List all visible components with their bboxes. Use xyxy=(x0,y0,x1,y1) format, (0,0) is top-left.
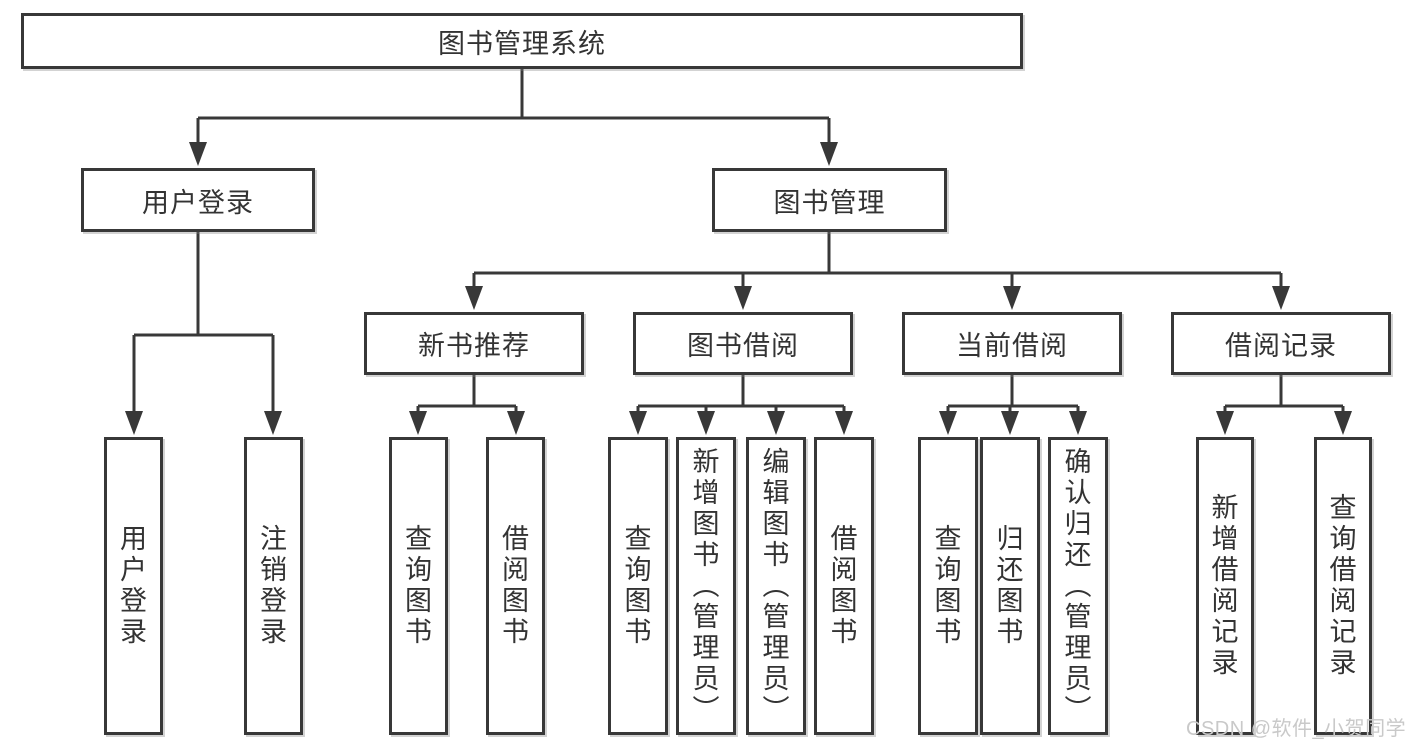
connector-book-borrow-branch xyxy=(629,375,853,435)
node-current-borrow-label: 当前借阅 xyxy=(956,331,1068,361)
leaf-edit-books-admin-label: 编辑图书︵管理员︶ xyxy=(762,446,790,725)
leaf-query-books-recommend-label: 查询图书 xyxy=(405,524,432,647)
connector-new-book-branch xyxy=(409,375,525,435)
leaf-borrow-books-recommend: 借阅图书 xyxy=(486,437,545,735)
leaf-return-books-label: 归还图书 xyxy=(996,524,1024,647)
leaf-borrow-books: 借阅图书 xyxy=(814,437,874,735)
node-new-book-recommend: 新书推荐 xyxy=(364,312,584,375)
leaf-query-books-borrow-label: 查询图书 xyxy=(624,524,652,647)
node-book-management: 图书管理 xyxy=(712,168,947,232)
node-current-borrow: 当前借阅 xyxy=(902,312,1122,375)
leaf-borrow-books-label: 借阅图书 xyxy=(830,524,858,647)
node-book-borrow-label: 图书借阅 xyxy=(687,331,799,361)
leaf-return-books: 归还图书 xyxy=(980,437,1040,735)
leaf-confirm-return-admin: 确认归还︵管理员︶ xyxy=(1048,437,1108,735)
watermark: CSDN @软件_小贺同学 xyxy=(1186,718,1405,740)
leaf-query-borrow-record-label: 查询借阅记录 xyxy=(1329,493,1357,678)
leaf-borrow-books-recommend-label: 借阅图书 xyxy=(502,524,529,647)
connector-book-mgmt-branch xyxy=(465,232,1290,310)
leaf-user-login-label: 用户登录 xyxy=(120,524,147,647)
leaf-query-books-current: 查询图书 xyxy=(918,437,978,735)
leaf-query-borrow-record: 查询借阅记录 xyxy=(1314,437,1372,735)
leaf-add-borrow-record: 新增借阅记录 xyxy=(1196,437,1254,735)
leaf-confirm-return-admin-label: 确认归还︵管理员︶ xyxy=(1064,446,1092,725)
connector-borrow-records-branch xyxy=(1216,375,1352,435)
leaf-query-books-recommend: 查询图书 xyxy=(389,437,448,735)
leaf-query-books-current-label: 查询图书 xyxy=(934,524,962,647)
leaf-logout: 注销登录 xyxy=(244,437,303,735)
node-user-login-label: 用户登录 xyxy=(142,187,254,218)
connector-current-borrow-branch xyxy=(939,375,1087,435)
leaf-add-books-admin: 新增图书︵管理员︶ xyxy=(676,437,736,735)
leaf-query-books-borrow: 查询图书 xyxy=(608,437,668,735)
node-book-management-label: 图书管理 xyxy=(773,187,886,218)
node-borrow-records-label: 借阅记录 xyxy=(1225,331,1337,361)
node-book-borrow: 图书借阅 xyxy=(633,312,853,375)
leaf-edit-books-admin: 编辑图书︵管理员︶ xyxy=(746,437,806,735)
leaf-logout-label: 注销登录 xyxy=(260,524,287,647)
node-user-login: 用户登录 xyxy=(81,168,315,232)
node-root: 图书管理系统 xyxy=(21,13,1023,69)
node-new-book-recommend-label: 新书推荐 xyxy=(418,331,530,361)
node-borrow-records: 借阅记录 xyxy=(1171,312,1391,375)
connector-root-branch xyxy=(189,69,838,166)
connector-user-login-branch xyxy=(125,232,282,435)
leaf-user-login: 用户登录 xyxy=(104,437,163,735)
leaf-add-borrow-record-label: 新增借阅记录 xyxy=(1211,493,1239,678)
node-root-label: 图书管理系统 xyxy=(438,28,606,59)
leaf-add-books-admin-label: 新增图书︵管理员︶ xyxy=(692,446,720,725)
